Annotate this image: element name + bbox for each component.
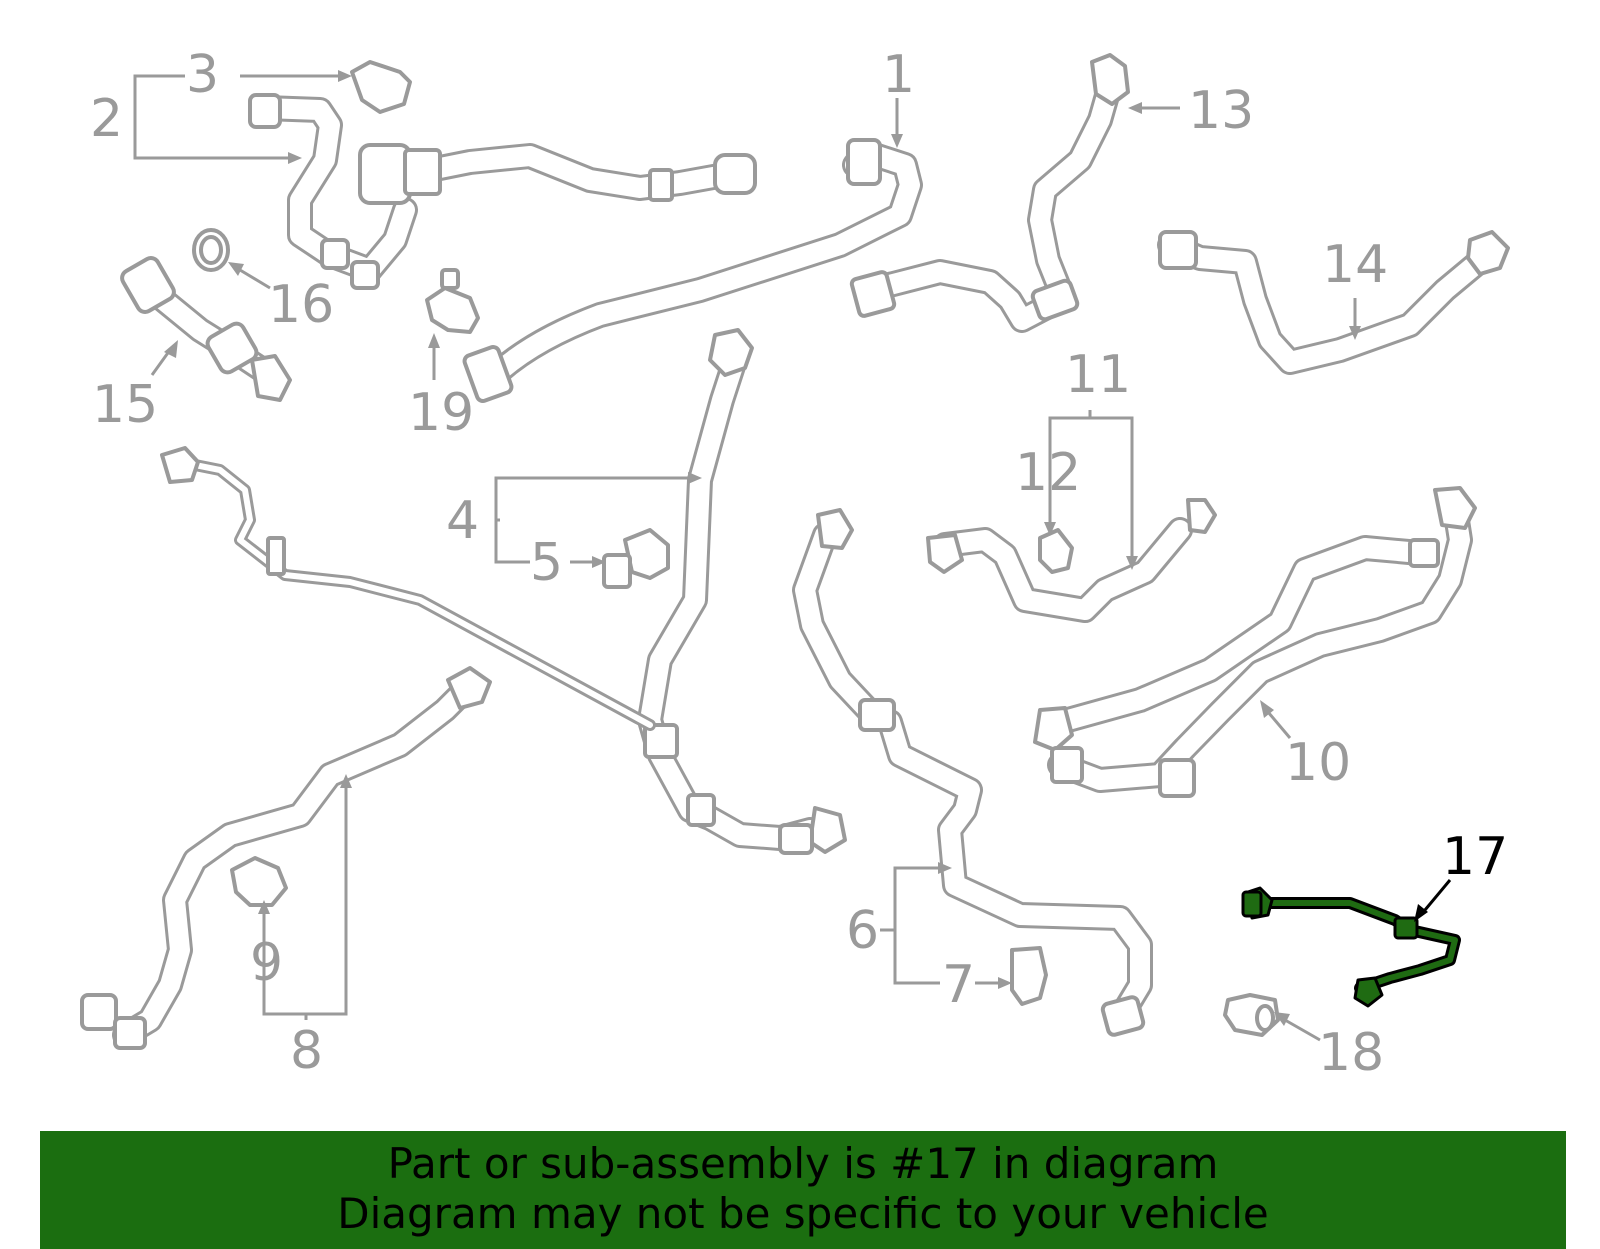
part-3-cap <box>350 60 412 114</box>
part-15-hose <box>120 256 292 402</box>
part-7-clip <box>1010 946 1048 1006</box>
callout-2: 2 <box>90 89 123 149</box>
callout-12: 12 <box>1015 443 1081 503</box>
callout-11: 11 <box>1065 345 1131 405</box>
callout-4: 4 <box>446 491 479 551</box>
part-13-hose <box>849 53 1130 333</box>
callout-labels: 1 2 3 4 5 6 7 8 9 10 11 12 13 14 15 16 1… <box>90 45 1508 1083</box>
part-19-clip <box>425 268 480 334</box>
callout-9: 9 <box>250 933 283 993</box>
callout-16: 16 <box>268 275 334 335</box>
part-1-hose <box>462 138 923 404</box>
callout-1: 1 <box>882 45 915 105</box>
part-8-hose <box>80 666 492 1050</box>
upper-middle-hose <box>358 143 757 205</box>
part-2-hose <box>248 93 418 290</box>
callout-7: 7 <box>942 955 975 1015</box>
callout-6: 6 <box>846 901 879 961</box>
part-6-hose <box>792 508 1153 1037</box>
callout-8: 8 <box>290 1021 323 1081</box>
part-18-bracket <box>1223 993 1280 1037</box>
part-16-ring <box>192 228 230 272</box>
part-10-hoses <box>1033 486 1477 798</box>
banner-line-1: Part or sub-assembly is #17 in diagram <box>387 1139 1219 1188</box>
part-14-hose <box>1157 230 1510 375</box>
part-9-clip <box>230 856 288 907</box>
callout-18: 18 <box>1318 1023 1384 1083</box>
part-17-highlighted-pipe <box>1241 886 1461 1008</box>
part-11-hose <box>926 498 1217 623</box>
callout-19: 19 <box>408 383 474 443</box>
leader-lines <box>133 70 1452 1042</box>
callout-13: 13 <box>1188 81 1254 141</box>
left-long-pipe <box>160 446 656 731</box>
callout-14: 14 <box>1322 235 1388 295</box>
info-banner: Part or sub-assembly is #17 in diagram D… <box>40 1131 1566 1249</box>
callout-10: 10 <box>1285 733 1351 793</box>
callout-17: 17 <box>1442 827 1508 887</box>
banner-line-2: Diagram may not be specific to your vehi… <box>337 1189 1269 1238</box>
part-5-clip <box>602 528 670 589</box>
part-12-clip <box>1038 528 1074 574</box>
callout-5: 5 <box>530 533 563 593</box>
part-4-pipe <box>637 328 847 855</box>
callout-15: 15 <box>92 375 158 435</box>
callout-3: 3 <box>186 45 219 105</box>
